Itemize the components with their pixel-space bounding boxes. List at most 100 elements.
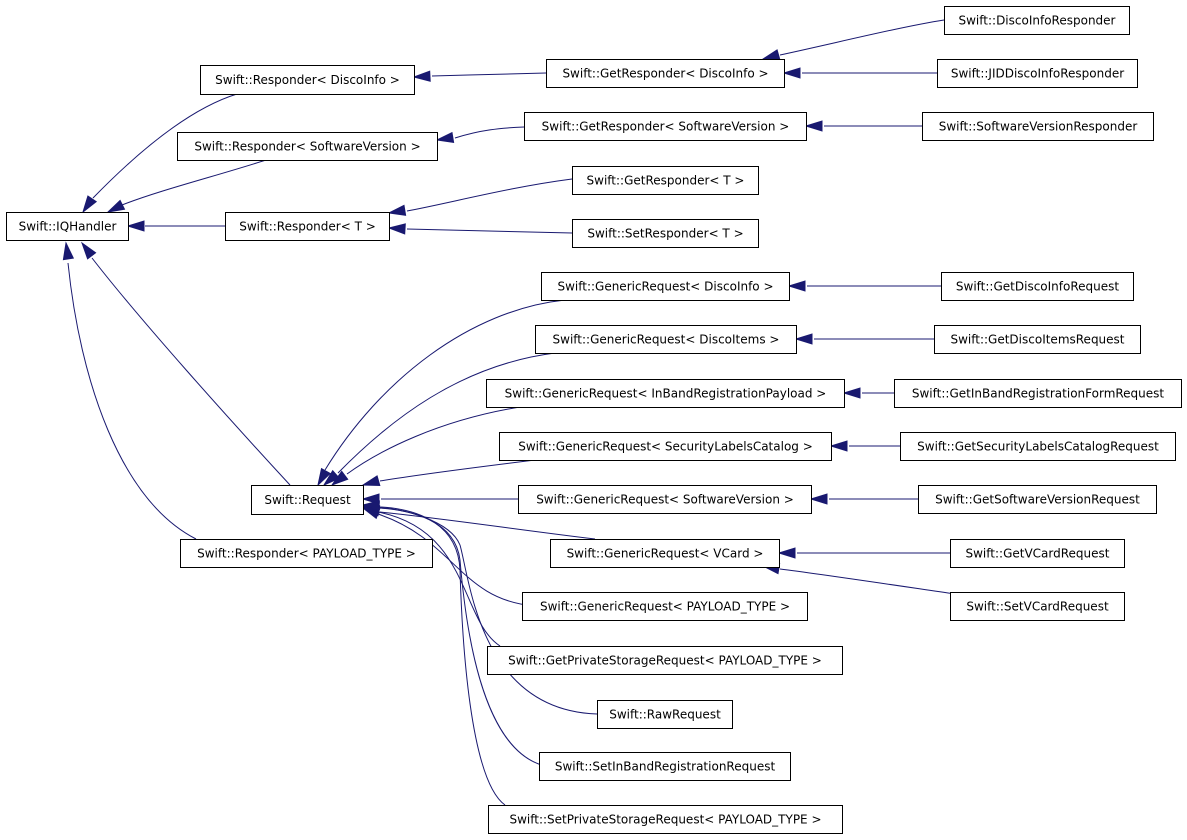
class-node-genreq-discoitems[interactable]: Swift::GenericRequest< DiscoItems >: [535, 325, 797, 354]
class-node-label: Swift::IQHandler: [19, 220, 117, 234]
class-node-getdiscoitemsreq[interactable]: Swift::GetDiscoItemsRequest: [934, 325, 1141, 354]
edges-layer: [62, 19, 956, 806]
class-node-getprivstorage[interactable]: Swift::GetPrivateStorageRequest< PAYLOAD…: [487, 646, 843, 675]
edge-arrowhead: [361, 500, 380, 512]
inheritance-edge-genreq_seclabels-to-request: [361, 459, 536, 487]
class-node-label: Swift::SetInBandRegistrationRequest: [555, 760, 776, 774]
class-node-setprivstorage[interactable]: Swift::SetPrivateStorageRequest< PAYLOAD…: [488, 805, 843, 834]
inheritance-edge-resp_payload-to-iqhandler: [62, 241, 197, 540]
class-node-box: [225, 212, 390, 241]
class-node-box: [950, 592, 1125, 621]
class-node-label: Swift::GetResponder< SoftwareVersion >: [542, 120, 790, 134]
class-node-box: [539, 752, 791, 781]
inheritance-edge-getresp_t-to-resp_t: [387, 178, 573, 216]
class-node-genreq-seclabels[interactable]: Swift::GenericRequest< SecurityLabelsCat…: [499, 432, 832, 461]
class-node-request[interactable]: Swift::Request: [251, 485, 364, 515]
class-node-box: [535, 325, 797, 354]
class-node-label: Swift::SetResponder< T >: [587, 227, 743, 241]
class-node-iqhandler[interactable]: Swift::IQHandler: [6, 212, 129, 241]
class-node-label: Swift::GetVCardRequest: [966, 547, 1110, 561]
class-node-label: Swift::Responder< PAYLOAD_TYPE >: [197, 547, 416, 561]
class-node-getresp-discoinfo[interactable]: Swift::GetResponder< DiscoInfo >: [546, 59, 785, 88]
class-node-getinbandformreq[interactable]: Swift::GetInBandRegistrationFormRequest: [894, 379, 1182, 408]
edge-arrowhead: [361, 475, 381, 487]
class-node-label: Swift::GetResponder< DiscoInfo >: [562, 67, 768, 81]
edge-arrowhead: [782, 67, 801, 79]
edge-line: [377, 511, 501, 647]
class-node-genreq-inband[interactable]: Swift::GenericRequest< InBandRegistratio…: [486, 379, 845, 408]
inheritance-edge-genreq_discoinfo-to-request: [317, 299, 566, 487]
inheritance-edge-getseclabelsreq-to-genreq_seclabels: [829, 440, 900, 452]
edge-arrowhead: [82, 195, 98, 214]
class-node-genreq-vcard[interactable]: Swift::GenericRequest< VCard >: [550, 539, 780, 568]
edge-line: [431, 72, 547, 77]
class-node-setresp-t[interactable]: Swift::SetResponder< T >: [572, 219, 759, 248]
class-node-getresp-softwareversion[interactable]: Swift::GetResponder< SoftwareVersion >: [524, 112, 807, 141]
class-node-box: [546, 59, 785, 88]
edge-line: [454, 126, 525, 139]
inheritance-edge-genreq_discoitems-to-request: [322, 352, 556, 487]
class-node-label: Swift::GenericRequest< InBandRegistratio…: [505, 387, 827, 401]
class-node-resp-softwareversion[interactable]: Swift::Responder< SoftwareVersion >: [177, 132, 438, 161]
class-node-label: Swift::GenericRequest< DiscoItems >: [553, 333, 780, 347]
class-node-genreq-softwareversion[interactable]: Swift::GenericRequest< SoftwareVersion >: [518, 485, 812, 514]
class-node-box: [937, 59, 1138, 88]
inheritance-edge-genreq_inband-to-request: [330, 406, 521, 487]
class-node-setvcardreq[interactable]: Swift::SetVCardRequest: [950, 592, 1125, 621]
class-node-getseclabelsreq[interactable]: Swift::GetSecurityLabelsCatalogRequest: [900, 432, 1176, 461]
edge-line: [337, 352, 556, 474]
edge-line: [121, 159, 267, 206]
class-node-label: Swift::SetVCardRequest: [966, 600, 1109, 614]
inheritance-edge-getsoftwareversionreq-to-genreq_softwareversion: [809, 493, 918, 505]
class-node-box: [950, 539, 1125, 568]
class-node-box: [941, 272, 1134, 301]
inheritance-edge-getprivstorage-to-request: [361, 506, 501, 647]
inheritance-edge-getinbandformreq-to-genreq_inband: [842, 387, 894, 399]
class-node-discoinforesponder[interactable]: Swift::DiscoInfoResponder: [944, 6, 1130, 35]
class-node-label: Swift::GetResponder< T >: [587, 174, 745, 188]
edge-arrowhead: [809, 493, 828, 505]
class-node-label: Swift::GenericRequest< DiscoInfo >: [557, 280, 773, 294]
class-node-getvcardreq[interactable]: Swift::GetVCardRequest: [950, 539, 1125, 568]
class-node-genreq-discoinfo[interactable]: Swift::GenericRequest< DiscoInfo >: [541, 272, 790, 301]
class-node-resp-discoinfo[interactable]: Swift::Responder< DiscoInfo >: [200, 65, 415, 95]
edge-line: [379, 506, 506, 806]
class-node-box: [944, 6, 1130, 35]
class-node-getresp-t[interactable]: Swift::GetResponder< T >: [572, 166, 759, 195]
class-node-genreq-payload[interactable]: Swift::GenericRequest< PAYLOAD_TYPE >: [522, 592, 808, 621]
class-node-label: Swift::GenericRequest< VCard >: [567, 547, 764, 561]
class-node-resp-t[interactable]: Swift::Responder< T >: [225, 212, 390, 241]
inheritance-edge-softwareversionresponder-to-getresp_softwareversion: [804, 120, 922, 132]
inheritance-edge-getresp_softwareversion-to-resp_softwareversion: [435, 126, 525, 143]
class-node-label: Swift::GetDiscoItemsRequest: [950, 333, 1124, 347]
class-node-jiddiscoinforesponder[interactable]: Swift::JIDDiscoInfoResponder: [937, 59, 1138, 88]
edge-arrowhead: [317, 467, 332, 487]
edge-line: [377, 513, 536, 607]
class-node-box: [499, 432, 832, 461]
class-node-rawrequest[interactable]: Swift::RawRequest: [597, 700, 733, 729]
inheritance-edge-request-to-iqhandler: [80, 241, 291, 486]
class-node-getsoftwareversionreq[interactable]: Swift::GetSoftwareVersionRequest: [918, 485, 1157, 514]
class-node-box: [550, 539, 780, 568]
class-node-box: [894, 379, 1182, 408]
class-node-softwareversionresponder[interactable]: Swift::SoftwareVersionResponder: [922, 112, 1154, 141]
inheritance-edge-genreq_softwareversion-to-request: [361, 493, 518, 505]
class-node-setinband[interactable]: Swift::SetInBandRegistrationRequest: [539, 752, 791, 781]
edge-arrowhead: [330, 470, 349, 487]
edge-line: [779, 19, 945, 56]
edge-arrowhead: [829, 440, 848, 452]
edge-arrowhead: [126, 220, 145, 232]
class-node-box: [572, 219, 759, 248]
class-node-label: Swift::GetInBandRegistrationFormRequest: [912, 387, 1165, 401]
class-node-resp-payload[interactable]: Swift::Responder< PAYLOAD_TYPE >: [180, 539, 433, 568]
class-node-label: Swift::Responder< SoftwareVersion >: [194, 140, 420, 154]
edge-arrowhead: [842, 387, 861, 399]
class-node-getdiscoinforeq[interactable]: Swift::GetDiscoInfoRequest: [941, 272, 1134, 301]
class-node-label: Swift::GetSoftwareVersionRequest: [935, 493, 1140, 507]
class-node-label: Swift::GetSecurityLabelsCatalogRequest: [917, 440, 1159, 454]
class-node-box: [180, 539, 433, 568]
inheritance-edge-resp_t-to-iqhandler: [126, 220, 225, 232]
edge-arrowhead: [62, 241, 75, 261]
class-node-label: Swift::GetPrivateStorageRequest< PAYLOAD…: [508, 654, 822, 668]
